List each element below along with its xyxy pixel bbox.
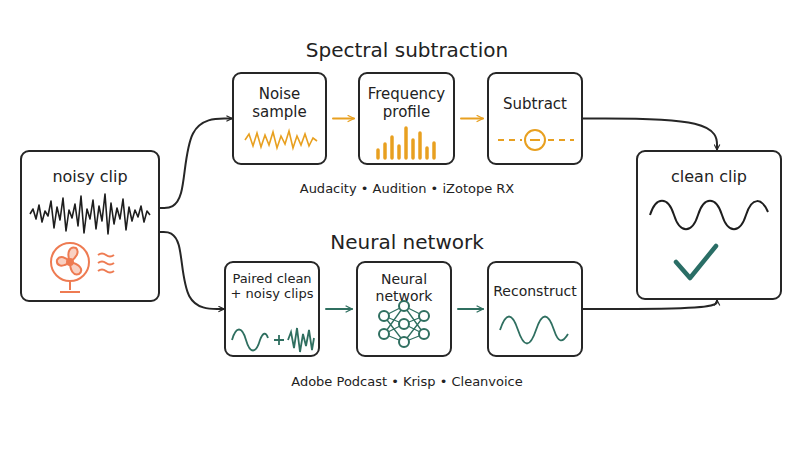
net-links xyxy=(384,306,424,342)
noisy-wave xyxy=(288,328,314,352)
clean-wave xyxy=(650,201,768,230)
flow-arrow xyxy=(333,118,354,120)
node-label: clean clip xyxy=(646,168,772,187)
clip-box: clean clip xyxy=(636,150,782,300)
net-unit xyxy=(419,329,429,339)
bar xyxy=(411,140,415,158)
node-label: Paired clean + noisy clips xyxy=(230,271,314,302)
check-mark xyxy=(676,246,716,278)
air-wave xyxy=(98,262,114,265)
flow-arrow xyxy=(583,119,717,151)
node-label: noisy clip xyxy=(28,168,152,187)
paired-waves xyxy=(232,328,314,352)
process-box: Paired clean + noisy clips xyxy=(224,261,320,357)
node-label: Noise sample xyxy=(244,86,316,121)
net-unit xyxy=(379,329,389,339)
air-wave xyxy=(98,270,114,273)
minus-circle xyxy=(525,130,545,150)
node-label: Frequency profile xyxy=(365,86,449,121)
flow-arrow xyxy=(583,300,717,309)
frequency-bars xyxy=(378,128,434,158)
net-unit xyxy=(419,311,429,321)
net-unit xyxy=(399,301,409,311)
flow-arrow xyxy=(458,308,483,310)
section-heading: Spectral subtraction xyxy=(306,38,508,62)
process-box: Reconstruct xyxy=(487,261,583,357)
section-heading: Neural network xyxy=(330,230,484,254)
net-unit xyxy=(379,311,389,321)
flow-arrow xyxy=(160,119,232,209)
bar xyxy=(376,150,380,158)
noise-zigzag xyxy=(245,131,317,148)
tool-list: Adobe Podcast • Krisp • Cleanvoice xyxy=(291,374,523,389)
flow-arrow xyxy=(461,118,483,120)
neural-net-icon xyxy=(379,301,429,347)
tool-list: Audacity • Audition • iZotope RX xyxy=(300,181,515,196)
process-box: Noise sample xyxy=(232,72,327,165)
fan-hub xyxy=(67,259,73,265)
bar xyxy=(425,148,429,158)
flow-arrow xyxy=(326,308,352,310)
bar xyxy=(390,137,394,158)
minus-symbol xyxy=(498,130,574,150)
dash-line xyxy=(498,139,574,141)
bar xyxy=(432,143,436,158)
process-box: Frequency profile xyxy=(358,72,455,165)
fan-guard xyxy=(51,243,89,281)
process-box: Neural network xyxy=(356,261,452,357)
minus-bar xyxy=(530,139,540,141)
bar xyxy=(418,133,422,158)
clip-box: noisy clip xyxy=(20,150,160,302)
fan-stand xyxy=(60,281,80,292)
fan-blades xyxy=(57,248,81,275)
plus-sign xyxy=(274,335,284,345)
node-label: Neural network xyxy=(368,271,440,304)
bar xyxy=(383,144,387,158)
noisy-waveform xyxy=(30,194,150,234)
flow-arrow xyxy=(160,232,224,309)
net-unit xyxy=(399,337,409,347)
node-label: Reconstruct xyxy=(490,283,580,300)
air-wave xyxy=(98,254,114,257)
reconstruct-wave xyxy=(500,317,568,344)
node-label: Subtract xyxy=(493,96,577,114)
bar xyxy=(404,128,408,158)
bar xyxy=(397,146,401,158)
clean-wave xyxy=(232,330,268,351)
net-unit xyxy=(399,319,409,329)
process-box: Subtract xyxy=(487,72,583,165)
fan-icon xyxy=(51,243,114,292)
